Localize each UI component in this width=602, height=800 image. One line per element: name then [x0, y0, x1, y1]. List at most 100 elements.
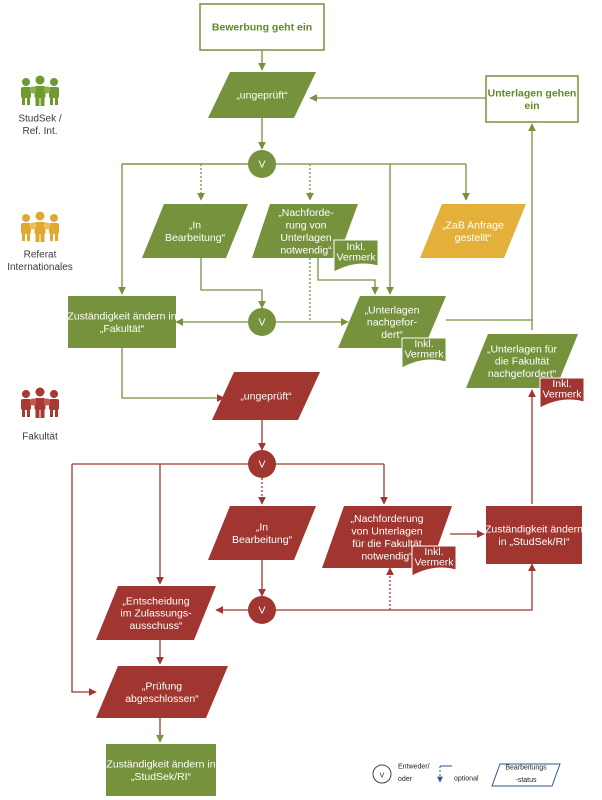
text-line: von Unterlagen — [351, 526, 422, 538]
status-ungeprueft-red: „ungeprüft“ — [212, 372, 320, 420]
start-box: Bewerbung geht ein — [199, 3, 325, 51]
text-line: Entweder/ — [398, 764, 430, 771]
text-line: rung von — [286, 220, 327, 232]
text-line: V — [258, 605, 265, 617]
text-line: Vermerk — [336, 252, 376, 264]
text-line: ausschuss“ — [129, 620, 183, 632]
people-icon-studsek — [21, 75, 59, 106]
text-line: ein — [524, 100, 539, 112]
text-line: für die Fakultät — [352, 538, 422, 550]
text-line: im Zulassungs- — [120, 608, 192, 620]
text-line: Vermerk — [414, 557, 454, 569]
role-label-fakultaet: Fakultät — [22, 432, 58, 443]
change-to-fakultaet-label: Zuständigkeit ändern in„Fakultät“ — [67, 311, 176, 335]
start-box-label: Bewerbung geht ein — [212, 22, 312, 34]
note-vermerk-green-1-label: Inkl.Vermerk — [336, 241, 376, 264]
text-line: „In — [189, 220, 201, 232]
note-vermerk-green-2: Inkl.Vermerk — [401, 337, 447, 369]
text-line: optional — [454, 776, 479, 783]
role-label-studsek: StudSek /Ref. Int. — [18, 114, 62, 137]
text-line: Ref. Int. — [22, 126, 57, 137]
legend-status-label: Bearbeitungs -status — [505, 765, 547, 784]
people-icon-fakultaet — [21, 387, 59, 418]
note-vermerk-green-2-label: Inkl.Vermerk — [404, 338, 444, 361]
text-line: Inkl. — [424, 546, 443, 558]
or-gate-green-2: V — [248, 308, 276, 336]
or-gate-green-2-label: V — [258, 317, 265, 329]
note-vermerk-red-1: Inkl.Vermerk — [539, 377, 585, 409]
text-line: Inkl. — [346, 241, 365, 253]
text-line: „Unterlagen für — [487, 343, 558, 355]
text-line: Zuständigkeit ändern in — [106, 759, 215, 771]
or-gate-green-1: V — [248, 150, 276, 178]
note-vermerk-red-2-label: Inkl.Vermerk — [414, 546, 454, 569]
text-line: Bearbeitungs — [505, 765, 547, 772]
text-line: „Unterlagen — [365, 304, 420, 316]
legend-status-shape — [491, 763, 561, 787]
or-gate-red-1-label: V — [258, 459, 265, 471]
text-line: „Entscheidung — [122, 595, 189, 607]
text-line: Inkl. — [414, 338, 433, 350]
legend: V Entweder/oder optional Bearbeitungs-st… — [372, 763, 561, 787]
status-ungeprueft-red-label: „ungeprüft“ — [240, 391, 292, 403]
text-line: -status — [515, 777, 537, 784]
text-line: „Fakultät“ — [100, 323, 145, 335]
status-ungeprueft-green-label: „ungeprüft“ — [236, 90, 288, 102]
text-line: „In — [256, 522, 268, 534]
red-connectors — [71, 389, 536, 743]
text-line: „Nachforde- — [278, 207, 334, 219]
change-to-studsek-green-label: Zuständigkeit ändern in„StudSek/RI“ — [106, 759, 215, 783]
text-line: Zuständigkeit ändern — [485, 524, 583, 536]
or-gate-green-1-label: V — [258, 159, 265, 171]
people-icon-referat — [21, 211, 59, 242]
text-line: „ungeprüft“ — [240, 391, 292, 403]
text-line: notwendig“ — [280, 244, 332, 256]
text-line: V — [258, 317, 265, 329]
green-connectors — [118, 50, 536, 402]
text-line: Unterlagen gehen — [488, 88, 577, 100]
text-line: Bearbeitung“ — [165, 232, 226, 244]
text-line: „Nachforderung — [351, 513, 424, 525]
legend-optional-label: optional — [454, 776, 479, 783]
text-line: nachgefordert“ — [488, 368, 557, 380]
text-line: Referat — [24, 250, 57, 261]
text-line: Internationales — [7, 262, 73, 273]
legend-or-circle — [372, 764, 392, 784]
text-line: Unterlagen — [280, 232, 332, 244]
text-line: die Fakultät — [495, 356, 549, 368]
text-line: Zuständigkeit ändern in — [67, 311, 176, 323]
change-to-fakultaet-box: Zuständigkeit ändern in„Fakultät“ — [67, 296, 177, 348]
text-line: „Prüfung — [142, 681, 182, 693]
text-line: gestellt“ — [455, 232, 492, 244]
text-line: „ungeprüft“ — [236, 90, 288, 102]
text-line: dert“ — [381, 329, 403, 341]
text-line: abgeschlossen“ — [125, 693, 199, 705]
note-vermerk-red-1-label: Inkl.Vermerk — [542, 378, 582, 401]
text-line: „ZaB Anfrage — [442, 220, 504, 232]
text-line: Bearbeitung“ — [232, 534, 293, 546]
legend-or-symbol: V — [380, 773, 385, 780]
or-gate-red-1: V — [248, 450, 276, 478]
text-line: „StudSek/RI“ — [131, 771, 192, 783]
change-to-studsek-green-box: Zuständigkeit ändern in„StudSek/RI“ — [106, 744, 216, 796]
text-line: V — [258, 459, 265, 471]
